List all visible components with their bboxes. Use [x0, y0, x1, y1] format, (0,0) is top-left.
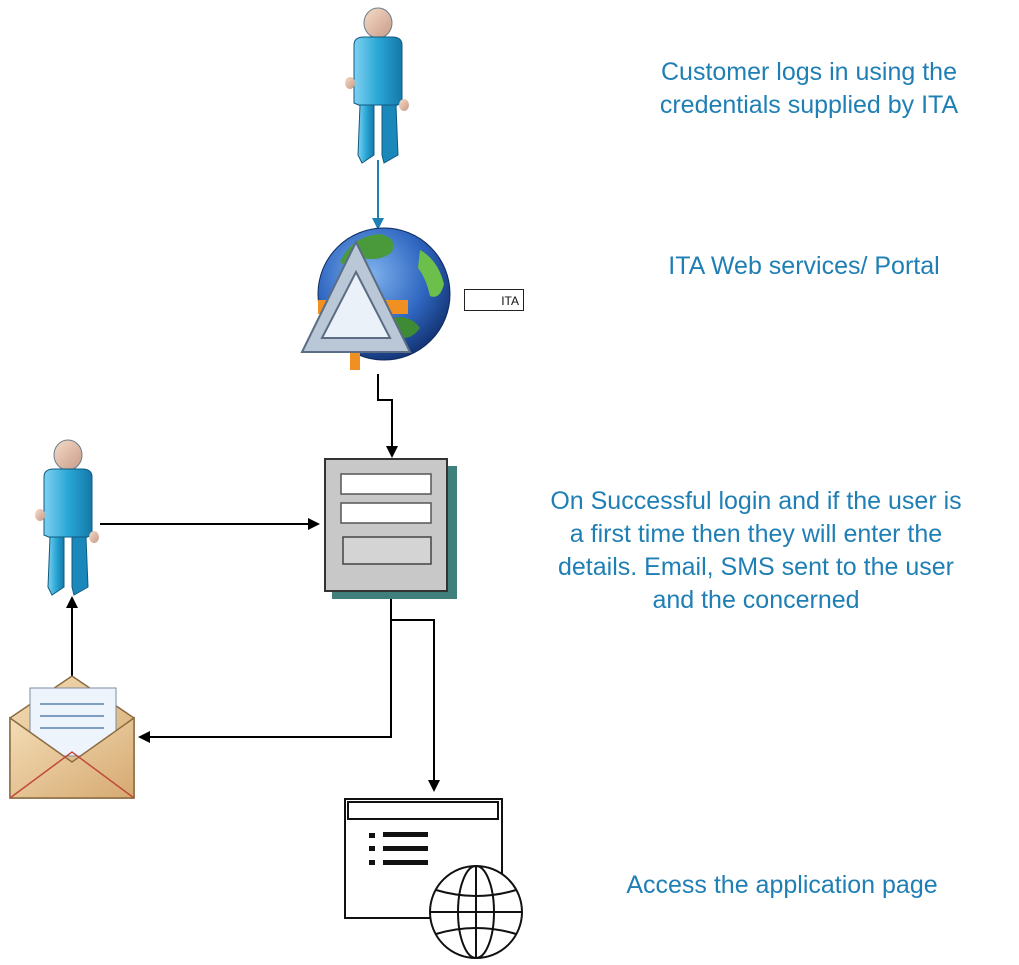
globe-portal-icon [300, 227, 451, 370]
envelope-icon [9, 675, 135, 799]
user-icon [35, 439, 99, 596]
caption-line: details. Email, SMS sent to the user [557, 553, 954, 581]
caption-line: ITA Web services/ Portal [668, 252, 940, 280]
connector-form-to-app-page [391, 619, 440, 792]
connector-portal-to-form [377, 374, 398, 458]
caption-first-time: On Successful login and if the user is a… [496, 485, 1016, 617]
caption-line: Access the application page [626, 871, 938, 899]
user-icon [345, 7, 409, 164]
caption-customer-login: Customer logs in using the credentials s… [612, 56, 1006, 122]
portal-tag: ITA [464, 289, 524, 311]
caption-line: credentials supplied by ITA [659, 91, 959, 119]
connector-form-to-email [138, 592, 392, 743]
caption-portal: ITA Web services/ Portal [600, 250, 1008, 283]
caption-line: and the concerned [652, 586, 860, 614]
caption-line: On Successful login and if the user is [550, 487, 962, 515]
form-icon [324, 458, 457, 599]
web-page-icon [344, 798, 523, 959]
caption-line: Customer logs in using the [661, 58, 957, 86]
caption-line: a first time then they will enter the [569, 520, 943, 548]
caption-access-page: Access the application page [572, 869, 992, 902]
